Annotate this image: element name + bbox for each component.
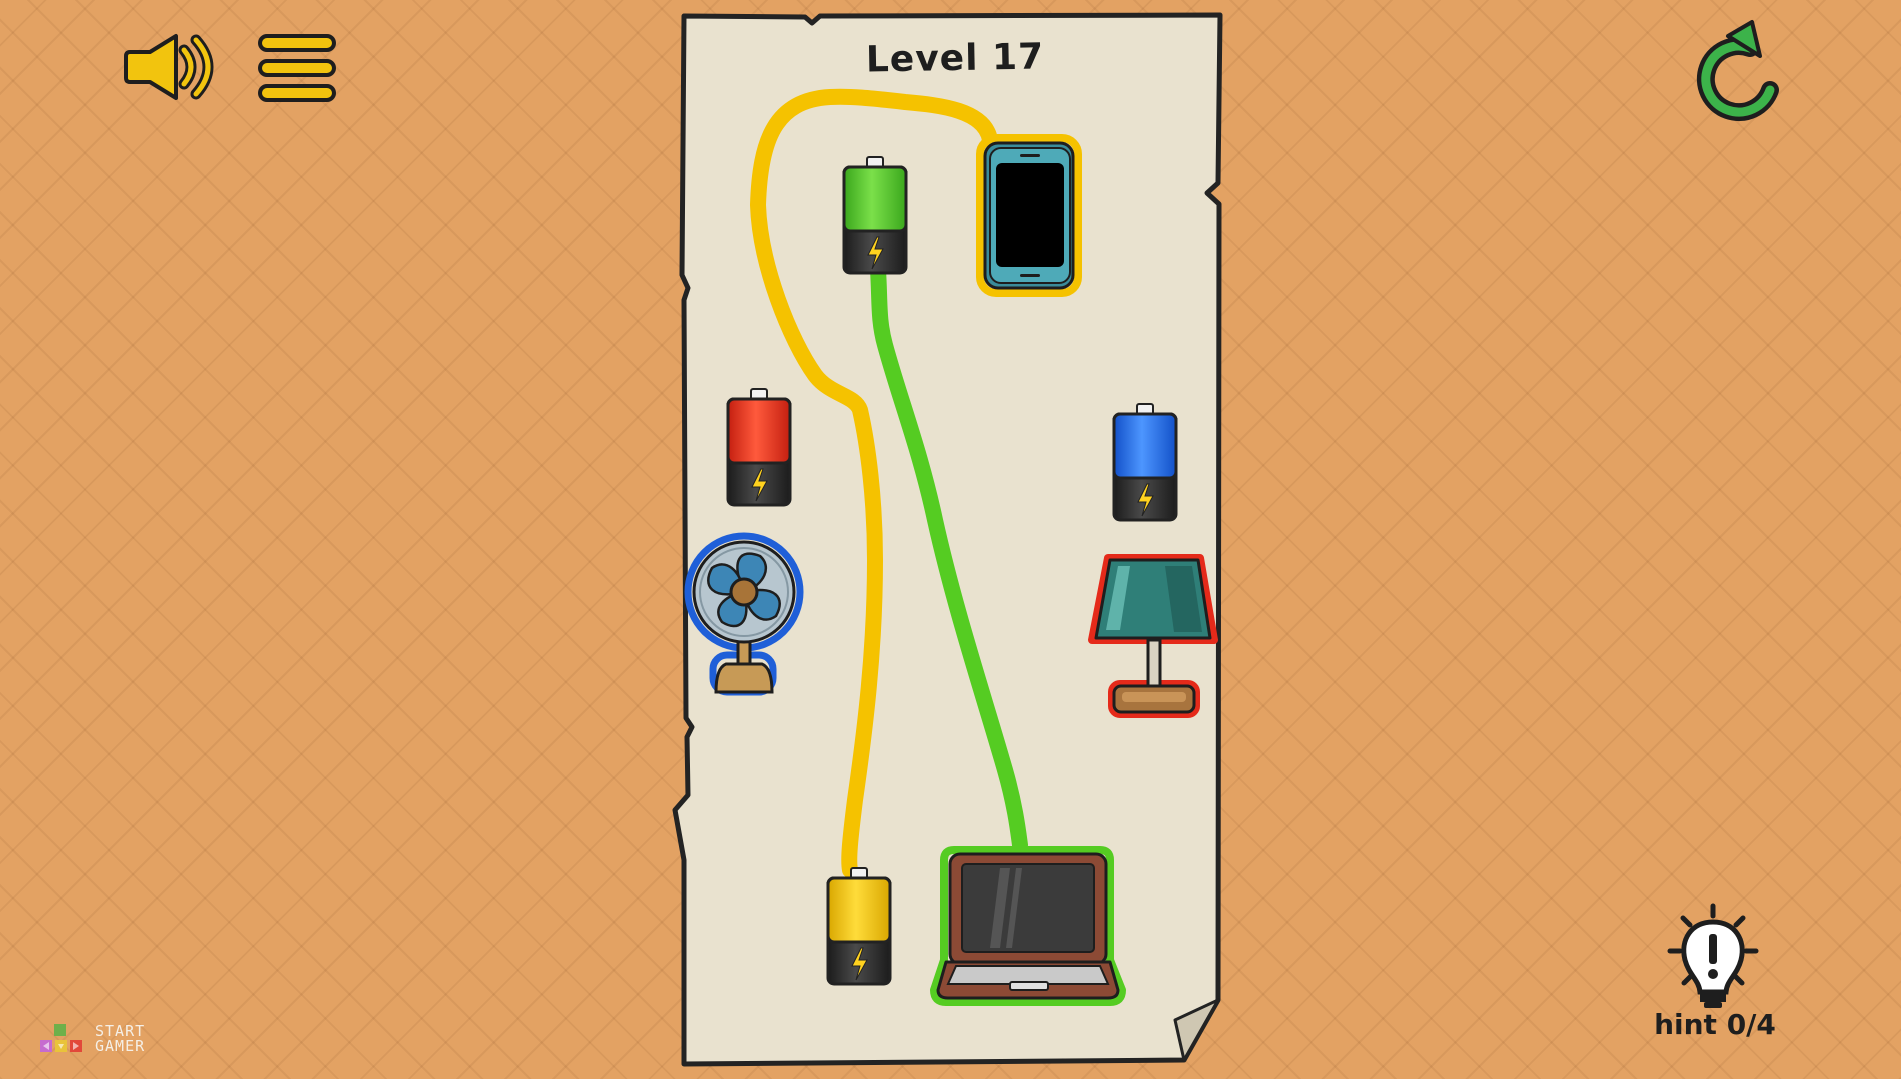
green-battery[interactable] bbox=[842, 155, 908, 275]
yellow-wire[interactable] bbox=[750, 88, 998, 878]
red-battery[interactable] bbox=[726, 387, 792, 507]
brand: START GAMER bbox=[95, 1024, 175, 1054]
hamburger-menu-icon bbox=[258, 34, 336, 102]
menu-button[interactable] bbox=[258, 34, 336, 102]
green-wire[interactable] bbox=[870, 262, 1028, 853]
restart-arrow-icon bbox=[1696, 20, 1779, 122]
start-gamer-logo-icon bbox=[40, 1024, 82, 1052]
blue-battery[interactable] bbox=[1112, 402, 1178, 522]
speaker-on-icon bbox=[124, 34, 214, 100]
lightbulb-exclamation-icon bbox=[1667, 903, 1759, 1008]
brand-text: START GAMER bbox=[95, 1022, 146, 1055]
hint-counter: hint 0/4 bbox=[1654, 1008, 1776, 1041]
yellow-battery[interactable] bbox=[826, 866, 892, 986]
level-title: Level 17 bbox=[865, 36, 1045, 81]
sound-button[interactable] bbox=[124, 34, 214, 100]
laptop[interactable] bbox=[930, 846, 1126, 1006]
smartphone[interactable] bbox=[976, 134, 1082, 297]
hint-button[interactable] bbox=[1667, 903, 1759, 1008]
desk-fan[interactable] bbox=[684, 526, 804, 696]
restart-button[interactable] bbox=[1696, 20, 1779, 122]
table-lamp[interactable] bbox=[1088, 554, 1218, 718]
